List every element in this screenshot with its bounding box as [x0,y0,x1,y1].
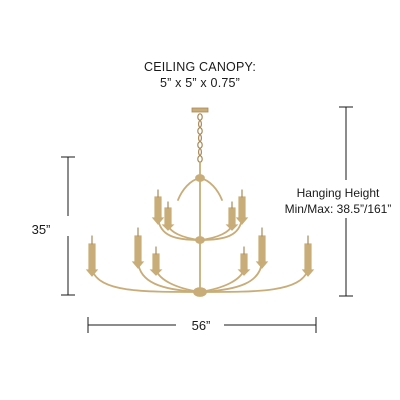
lower-arm [137,261,201,293]
upper-arm [177,177,201,201]
height-dimension-line [61,156,75,296]
candle [235,189,249,225]
hanging-height-title: Hanging Height [296,186,380,200]
canopy-dimensions: 5” x 5” x 0.75” [159,76,241,90]
upper-arm [157,217,201,241]
lower-arm [199,269,245,293]
width-label: 56” [191,318,211,333]
chain [197,113,203,163]
candle [225,201,239,231]
hanging-height-range: Min/Max: 38.5”/161” [284,202,392,216]
canopy-title: CEILING CANOPY: [143,60,257,74]
chandelier [85,107,315,297]
candle [131,227,145,269]
candle [151,189,165,225]
candle [85,235,99,277]
upper-arm [199,177,223,201]
candle [149,246,163,276]
candle [161,201,175,231]
upper-arm [199,224,233,241]
candle [301,235,315,277]
ceiling-canopy [191,107,209,113]
upper-arm [167,224,201,241]
candle [237,246,251,276]
upper-arm [199,217,243,241]
height-label: 35” [31,222,51,237]
lower-arm [155,269,201,293]
lower-arm [199,269,309,293]
lower-arm [91,269,201,293]
candle [255,227,269,269]
width-dimension-line [87,317,317,333]
lower-arm [199,261,263,293]
hanging-height-dimension-line [339,106,353,297]
